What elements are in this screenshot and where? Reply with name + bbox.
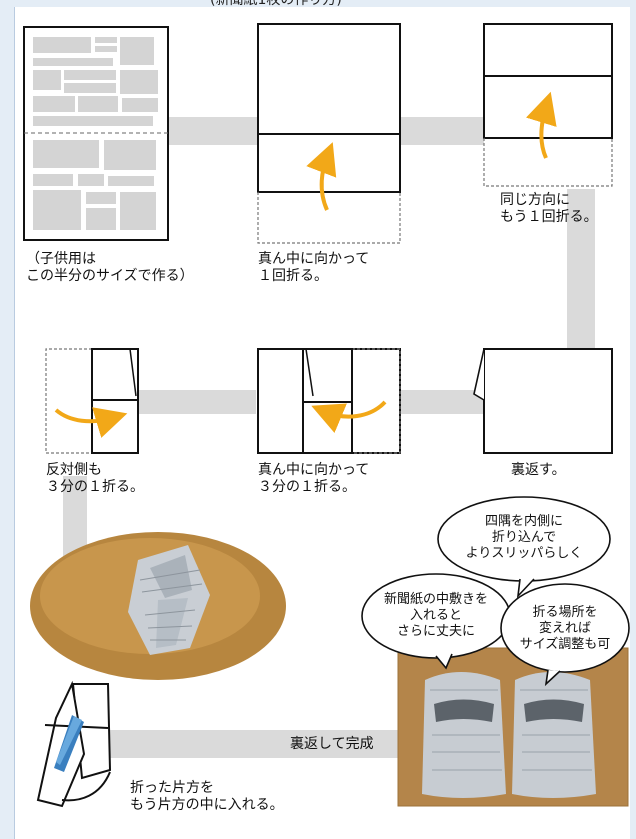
frame-border-top	[0, 0, 636, 7]
step5-third-fold	[257, 348, 401, 454]
step4-flipped	[473, 348, 613, 454]
header-title: (新聞紙1枚の作り方)	[210, 0, 342, 8]
fold-up-arrow	[306, 142, 337, 211]
fold-right-arrow	[54, 407, 128, 438]
finished-slippers-photo	[397, 647, 629, 807]
step3-caption: 同じ方向に もう１回折る。	[500, 192, 598, 225]
step6-caption: 反対側も ３分の１折る。	[46, 462, 144, 495]
bubble-outline-3	[500, 583, 630, 673]
step2-fold-middle	[257, 23, 401, 244]
connector-4-5	[400, 390, 484, 414]
step1-caption: （子供用は この半分のサイズで作る）	[26, 251, 194, 284]
step7-caption: 折った片方を もう片方の中に入れる。	[130, 780, 284, 813]
connector-6-down	[63, 476, 87, 556]
speech-bubbles	[361, 496, 630, 687]
step4-caption: 裏返す。	[511, 462, 566, 478]
frame-border-right	[630, 0, 636, 839]
connector-2-3	[400, 117, 484, 145]
frame-border-left	[0, 0, 14, 839]
connector-1-2	[168, 117, 258, 145]
step1-newspaper	[23, 26, 169, 241]
bubble-tail-3	[544, 669, 561, 687]
frame-border-line	[14, 7, 15, 839]
complete-caption: 裏返して完成	[290, 736, 374, 752]
bubble-text-size: 折る場所を 変えれば サイズ調整も可	[519, 605, 611, 652]
step7-insert	[36, 680, 112, 808]
step5-caption: 真ん中に向かって ３分の１折る。	[258, 462, 370, 495]
fold-left-arrow	[311, 400, 387, 433]
bubble-tail-2	[435, 653, 453, 670]
bubble-text-corners: 四隅を内側に 折り込んで よりスリッパらしく	[465, 514, 583, 561]
step2-caption: 真ん中に向かって １回折る。	[258, 251, 370, 284]
connector-5-6	[138, 390, 256, 414]
step6-other-side	[45, 348, 139, 454]
bubble-text-insole: 新聞紙の中敷きを 入れると さらに丈夫に	[383, 592, 488, 639]
slipper-photo-oval	[30, 532, 286, 680]
bubble-tail-1	[516, 578, 535, 599]
fold-up-arrow-2	[526, 91, 557, 159]
step3-fold-again	[483, 23, 613, 187]
connector-3-down	[567, 189, 595, 349]
connector-7-8	[104, 730, 404, 758]
flow-connectors	[63, 117, 595, 758]
